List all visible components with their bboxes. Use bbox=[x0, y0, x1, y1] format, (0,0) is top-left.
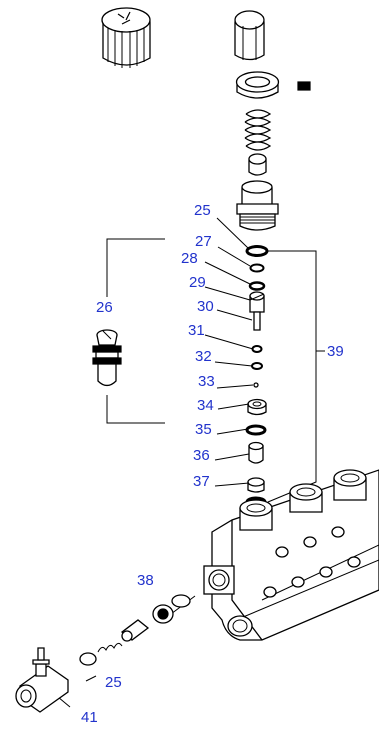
seat-37 bbox=[247, 477, 265, 493]
valve-cartridge-26 bbox=[92, 329, 122, 387]
label-37: 37 bbox=[193, 473, 210, 490]
seat-34 bbox=[247, 398, 267, 416]
label-30: 30 bbox=[197, 298, 214, 315]
label-25-lower: 25 bbox=[105, 674, 122, 691]
side-nut bbox=[152, 604, 174, 624]
label-26: 26 bbox=[96, 299, 113, 316]
label-38: 38 bbox=[137, 572, 154, 589]
label-27: 27 bbox=[195, 233, 212, 250]
o-ring-25b bbox=[79, 652, 97, 666]
label-28: 28 bbox=[181, 250, 198, 267]
label-34: 34 bbox=[197, 397, 214, 414]
label-39: 39 bbox=[327, 343, 344, 360]
pump-manifold bbox=[203, 469, 379, 641]
label-36: 36 bbox=[193, 447, 210, 464]
label-31: 31 bbox=[188, 322, 205, 339]
label-32: 32 bbox=[195, 348, 212, 365]
valve-stem-30 bbox=[249, 291, 265, 331]
valve-nut bbox=[235, 71, 311, 99]
outlet-fitting-41 bbox=[15, 647, 69, 713]
label-29: 29 bbox=[189, 274, 206, 291]
ball-33 bbox=[253, 382, 259, 388]
knurled-cap bbox=[101, 7, 151, 68]
leader-lines bbox=[51, 217, 325, 708]
washer-27 bbox=[249, 263, 265, 273]
spring bbox=[244, 109, 272, 151]
label-35: 35 bbox=[195, 421, 212, 438]
o-ring-25 bbox=[245, 245, 269, 257]
guide-36 bbox=[248, 441, 264, 464]
spring-cup bbox=[248, 153, 267, 176]
hex-cap bbox=[234, 10, 265, 61]
side-poppet bbox=[120, 619, 150, 642]
label-25: 25 bbox=[194, 202, 211, 219]
o-ring-32 bbox=[251, 362, 263, 370]
o-ring-28 bbox=[248, 281, 266, 291]
o-ring-38 bbox=[171, 594, 191, 608]
o-ring-35 bbox=[245, 424, 267, 436]
ring-31 bbox=[251, 345, 263, 353]
valve-seat-body bbox=[236, 180, 279, 231]
side-spring bbox=[97, 642, 123, 653]
label-41: 41 bbox=[81, 709, 98, 726]
label-33: 33 bbox=[198, 373, 215, 390]
